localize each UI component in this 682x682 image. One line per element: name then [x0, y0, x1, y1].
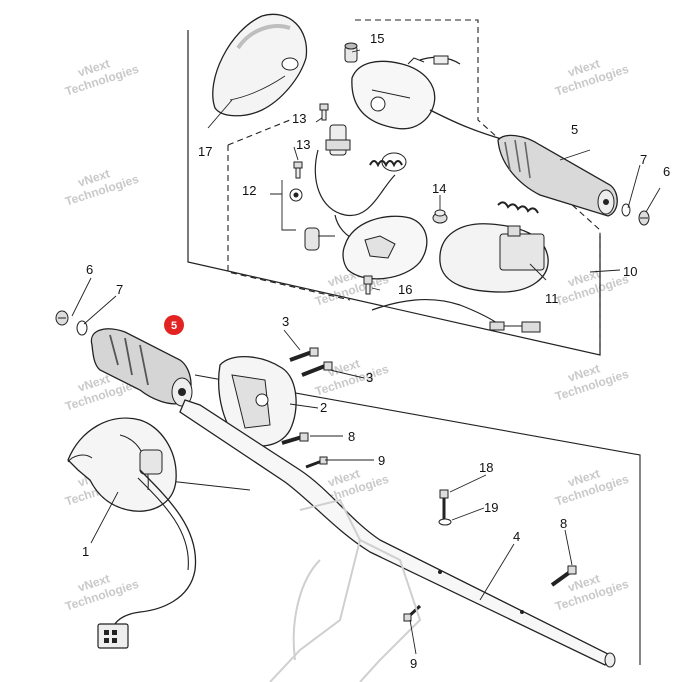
- callout-3-a[interactable]: 3: [282, 314, 289, 329]
- spring-upper[interactable]: [369, 152, 407, 172]
- connector-plug[interactable]: [97, 623, 129, 649]
- part-12-switch-bracket[interactable]: [289, 124, 351, 251]
- leader-lines: [71, 49, 661, 655]
- callout-7-upper[interactable]: 7: [640, 152, 647, 167]
- switch-wire: [429, 109, 506, 141]
- part-16-housing-lower[interactable]: [342, 215, 428, 295]
- part-14-grommet[interactable]: [432, 209, 448, 224]
- part-11-heater-controller[interactable]: [439, 223, 549, 293]
- control-cable: [111, 469, 197, 631]
- switch-housing-upper[interactable]: [351, 55, 461, 130]
- part-3-screw-a[interactable]: [289, 347, 319, 362]
- callout-13-mid[interactable]: 13: [296, 137, 310, 152]
- callout-1[interactable]: 1: [82, 544, 89, 559]
- callout-11[interactable]: 11: [545, 291, 559, 306]
- callout-labels: 17 15 5 7 6 13 13 12 14 10 11 16 6 7 3 3…: [82, 31, 670, 671]
- part-19-washer[interactable]: [438, 518, 452, 526]
- callout-16[interactable]: 16: [398, 282, 412, 297]
- callout-3-b[interactable]: 3: [366, 370, 373, 385]
- part-2-housing[interactable]: [218, 355, 297, 447]
- callout-7-left[interactable]: 7: [116, 282, 123, 297]
- connector-wire: [371, 298, 541, 333]
- callout-9-left[interactable]: 9: [378, 453, 385, 468]
- callout-4[interactable]: 4: [513, 529, 520, 544]
- callout-2[interactable]: 2: [320, 400, 327, 415]
- part-15-plug[interactable]: [344, 42, 358, 63]
- part-1-control-housing[interactable]: [67, 417, 177, 512]
- part-3-screw-b[interactable]: [301, 361, 333, 377]
- part-4-handlebar[interactable]: [179, 399, 616, 668]
- callout-13-top[interactable]: 13: [292, 111, 306, 126]
- part-6-screw-upper[interactable]: [638, 210, 650, 226]
- part-5-grip-upper[interactable]: [497, 134, 618, 217]
- part-18-bolt[interactable]: [439, 489, 449, 520]
- highlight-badge-label: 5: [171, 320, 177, 332]
- callout-6-left[interactable]: 6: [86, 262, 93, 277]
- switch-subassembly-dashed-box: [227, 19, 601, 355]
- callout-12[interactable]: 12: [242, 183, 256, 198]
- callout-8-left[interactable]: 8: [348, 429, 355, 444]
- callout-15[interactable]: 15: [370, 31, 384, 46]
- part-13-screw-top[interactable]: [319, 103, 329, 121]
- callout-10[interactable]: 10: [623, 264, 637, 279]
- callout-9-bottom[interactable]: 9: [410, 656, 417, 671]
- highlight-badge[interactable]: 5: [164, 315, 184, 335]
- part-13-screw-mid[interactable]: [293, 161, 303, 179]
- part-8-screw-left[interactable]: [281, 432, 309, 445]
- part-7-washer-left[interactable]: [76, 320, 88, 336]
- callout-17[interactable]: 17: [198, 144, 212, 159]
- spring-right[interactable]: [497, 201, 539, 214]
- callout-19[interactable]: 19: [484, 500, 498, 515]
- callout-5-upper[interactable]: 5: [571, 122, 578, 137]
- part-8-screw-right[interactable]: [550, 565, 577, 587]
- part-9-screw-left[interactable]: [305, 456, 328, 469]
- callout-6-upper[interactable]: 6: [663, 164, 670, 179]
- part-9-screw-bottom[interactable]: [403, 604, 422, 622]
- part-6-screw-left[interactable]: [55, 310, 69, 326]
- part-17-cover[interactable]: [212, 13, 308, 117]
- frame-ghost-outline: [269, 498, 422, 682]
- callout-14[interactable]: 14: [432, 181, 446, 196]
- callout-18[interactable]: 18: [479, 460, 493, 475]
- callout-8-right[interactable]: 8: [560, 516, 567, 531]
